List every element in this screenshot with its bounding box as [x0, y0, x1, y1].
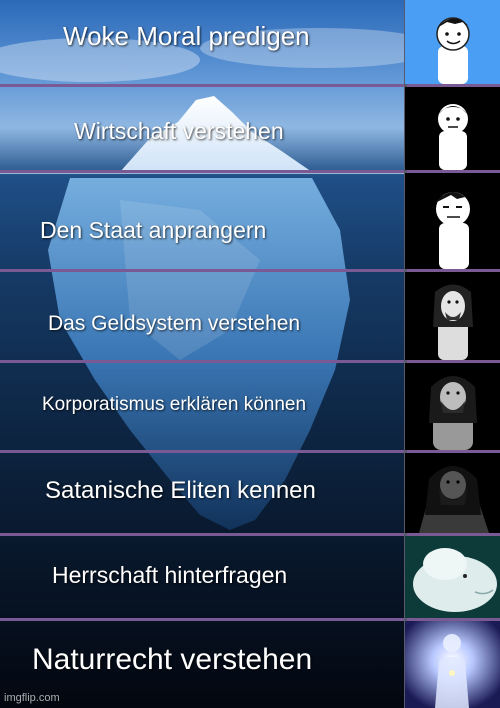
tier-label-6: Satanische Eliten kennen: [45, 477, 316, 504]
watermark: imgflip.com: [4, 692, 60, 704]
tier-label-7: Herrschaft hinterfragen: [52, 562, 288, 588]
tier-divider: [0, 618, 500, 621]
face-happy-cartoon: [405, 0, 500, 84]
face-dark-cartoon: [405, 453, 500, 533]
tier-divider: [0, 269, 500, 272]
tier-label-3: Den Staat anprangern: [40, 217, 267, 243]
iceberg-illustration: [0, 28, 405, 530]
tier-label-4: Das Geldsystem verstehen: [48, 312, 301, 335]
face-column: [405, 0, 500, 708]
tier-divider: [0, 170, 500, 173]
face-longhair-cartoon: [405, 272, 500, 360]
tier-divider: [0, 450, 500, 453]
face-bearded-cartoon: [405, 363, 500, 450]
face-neutral-cartoon: [405, 87, 500, 170]
tier-label-5: Korporatismus erklären können: [42, 394, 307, 415]
tier-label-8: Naturrecht verstehen: [32, 643, 313, 676]
tier-divider: [0, 84, 500, 87]
tier-divider: [0, 360, 500, 363]
tier-label-2: Wirtschaft verstehen: [74, 118, 284, 144]
tier-label-1: Woke Moral predigen: [63, 21, 310, 51]
face-enlightened-figure: [405, 621, 500, 708]
face-beluga-whale: [405, 536, 500, 618]
iceberg-background: [0, 0, 405, 708]
face-serious-cartoon: [405, 173, 500, 269]
tier-divider: [0, 533, 500, 536]
